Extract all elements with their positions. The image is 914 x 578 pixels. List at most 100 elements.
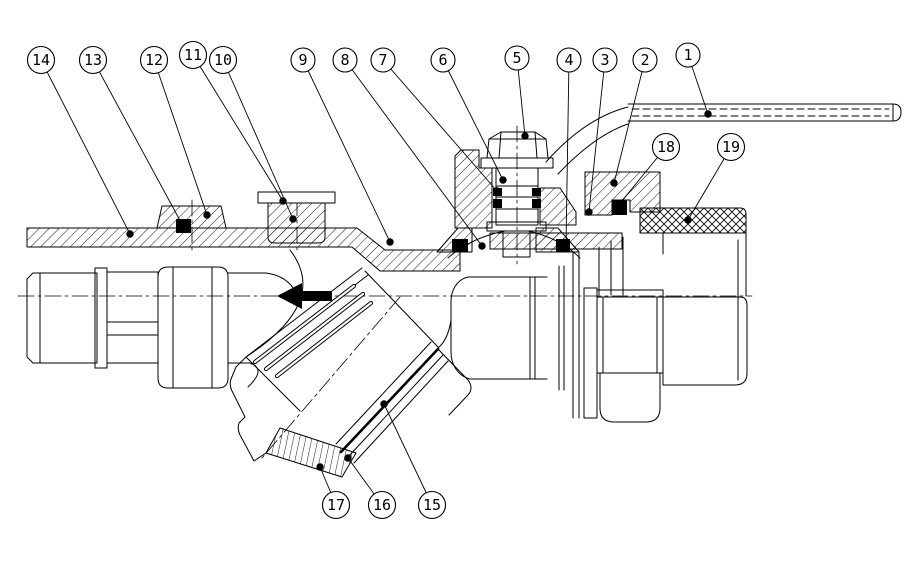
handle [545, 103, 902, 175]
leader-dot [610, 179, 618, 187]
leader-line [442, 59, 504, 181]
leader-dot [179, 222, 187, 230]
leader-dot [493, 187, 501, 195]
o-ring [532, 188, 541, 196]
strainer-screen [339, 347, 440, 454]
strainer-branch [227, 249, 472, 464]
callout-19: 19 [684, 132, 746, 224]
strainer-cap [229, 356, 357, 478]
upper-pipe-wall-left [26, 227, 461, 272]
callout-balloon [78, 45, 108, 75]
o-ring [452, 239, 468, 252]
callout-18: 18 [613, 132, 681, 211]
callout-balloon [632, 47, 658, 73]
leader-dot [386, 238, 394, 246]
callout-number: 2 [640, 51, 649, 69]
callout-2: 2 [610, 47, 658, 187]
leader-line [383, 403, 433, 506]
callout-number: 6 [438, 51, 447, 69]
callout-11: 11 [178, 40, 287, 205]
leader-dot [126, 230, 134, 238]
callout-number: 4 [564, 51, 573, 69]
leader-dot [499, 176, 507, 184]
branch-wall [364, 270, 439, 348]
leader-dot [203, 211, 211, 219]
bonnet-right-wall [539, 187, 577, 226]
callout-15: 15 [380, 400, 447, 520]
callout-number: 15 [423, 496, 441, 514]
stem-shank [502, 230, 531, 258]
leader-dot [704, 110, 712, 118]
flow-arrow [277, 283, 332, 309]
leader-dot [613, 203, 621, 211]
callout-number: 14 [32, 51, 50, 69]
leader-line [192, 54, 284, 202]
callout-balloon [651, 132, 681, 162]
leader-line [516, 57, 526, 137]
callout-balloon [178, 40, 208, 70]
callout-12: 12 [139, 45, 211, 219]
test-plug-boss [257, 191, 336, 244]
callout-number: 18 [657, 138, 675, 156]
callout-balloon [716, 132, 746, 162]
callout-number: 19 [722, 138, 740, 156]
leader-dot [562, 241, 570, 249]
leader-dot [279, 197, 287, 205]
callout-9: 9 [290, 47, 394, 246]
leader-dot [289, 215, 297, 223]
leader-line [588, 59, 606, 213]
callout-balloon [26, 45, 56, 75]
callout-balloon [290, 47, 316, 73]
callout-3: 3 [585, 47, 618, 216]
leader-line [344, 59, 483, 247]
callout-number: 9 [298, 51, 307, 69]
leader-dot [684, 216, 692, 224]
gland-nut [584, 171, 661, 296]
leader-dot [380, 400, 388, 408]
leader-line [565, 59, 570, 246]
callout-7: 7 [370, 47, 501, 195]
callout-balloon [556, 47, 582, 73]
nut-collar [583, 287, 598, 419]
callout-16: 16 [344, 454, 397, 520]
handle-bar [627, 103, 902, 122]
tailpiece-body [106, 271, 159, 364]
callout-balloon [321, 490, 351, 520]
callout-balloon [592, 47, 618, 73]
leader-line [222, 59, 294, 220]
callout-number: 1 [683, 46, 692, 64]
callout-number: 13 [84, 51, 102, 69]
callout-balloon [370, 47, 396, 73]
ball [450, 251, 580, 419]
callout-number: 3 [600, 51, 609, 69]
plug-cap-plate [257, 191, 336, 204]
callout-number: 11 [184, 46, 202, 64]
callout-number: 12 [145, 51, 163, 69]
callout-10: 10 [208, 45, 297, 223]
branch-wall [245, 267, 363, 358]
callout-balloon [417, 490, 447, 520]
callout-balloon [332, 47, 358, 73]
callout-number: 16 [373, 496, 391, 514]
nut-lower-lobe [599, 372, 661, 423]
callout-1: 1 [675, 42, 712, 118]
callout-17: 17 [316, 463, 351, 520]
callout-14: 14 [26, 45, 134, 238]
callout-balloon [504, 45, 530, 71]
callout-6: 6 [430, 47, 507, 184]
outlet-adapter [639, 207, 748, 386]
callout-balloon [675, 42, 701, 68]
leader-dot [316, 463, 324, 471]
stem-hex-nut [486, 131, 549, 159]
handle-hidden-lines [631, 108, 890, 117]
callout-balloon [367, 490, 397, 520]
right-union-nut [583, 287, 664, 423]
cap-hex-steps [229, 356, 267, 462]
left-male-fitting [26, 267, 159, 369]
bonnet-left-wall [454, 149, 493, 229]
callout-number: 8 [340, 51, 349, 69]
callout-balloon [139, 45, 169, 75]
left-union-nut [157, 266, 229, 389]
